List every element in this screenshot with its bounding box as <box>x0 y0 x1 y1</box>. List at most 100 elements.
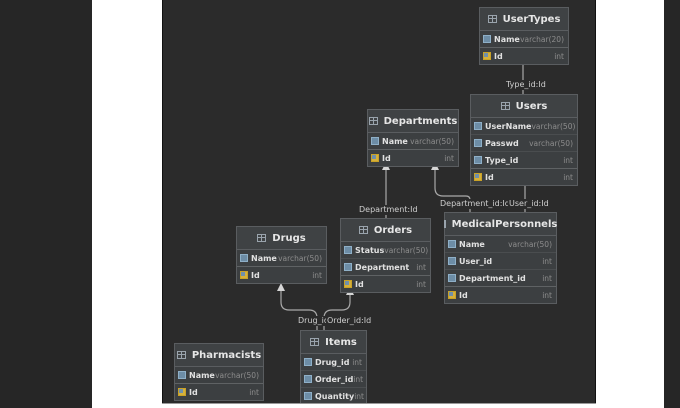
field-type: int <box>444 153 454 163</box>
field-row[interactable]: Status varchar(50) <box>341 242 430 258</box>
field-type: int <box>542 273 552 283</box>
table-name: Users <box>515 100 548 112</box>
field-row[interactable]: Id int <box>368 149 458 166</box>
right-dark-strip <box>664 0 680 408</box>
table-users[interactable]: Users UserName varchar(50) Passwd varcha… <box>470 94 578 186</box>
table-icon <box>257 234 267 242</box>
field-type: varchar(50) <box>215 370 259 380</box>
table-drugs[interactable]: Drugs Name varchar(50) Id int <box>236 226 327 284</box>
left-dark-strip <box>0 0 92 408</box>
table-departments[interactable]: Departments Name varchar(50) Id int <box>367 109 459 167</box>
table-header[interactable]: Departments <box>368 110 458 133</box>
relation-label-mp-departments: Department_id:Id <box>439 199 511 209</box>
column-icon <box>483 35 491 43</box>
field-type: int <box>312 270 322 280</box>
field-row[interactable]: Id int <box>445 286 556 303</box>
table-header[interactable]: UserTypes <box>480 8 568 31</box>
table-icon <box>368 117 378 125</box>
table-pharmacists[interactable]: Pharmacists Name varchar(50) Id int <box>174 343 264 401</box>
primary-key-icon <box>178 388 186 396</box>
table-usertypes[interactable]: UserTypes Name varchar(20) Id int <box>479 7 569 65</box>
field-row[interactable]: Id int <box>175 383 263 400</box>
field-row[interactable]: Id int <box>341 275 430 292</box>
field-name: Passwd <box>485 138 519 148</box>
relation-label-mp-users: User_id:Id <box>508 199 550 209</box>
field-row[interactable]: Drug_id int <box>301 354 366 370</box>
field-type: varchar(50) <box>508 239 552 249</box>
table-icon <box>176 351 186 359</box>
field-name: Id <box>494 51 503 61</box>
field-name: Name <box>382 136 408 146</box>
table-icon <box>358 226 368 234</box>
field-type: int <box>249 387 259 397</box>
table-header[interactable]: Items <box>301 331 366 354</box>
field-type: varchar(50) <box>384 245 429 255</box>
field-name: Id <box>485 172 494 182</box>
relation-label-orders-departments: Department:Id <box>358 205 419 215</box>
column-icon <box>448 257 456 265</box>
field-name: UserName <box>485 121 532 131</box>
table-header[interactable]: Drugs <box>237 227 326 250</box>
relation-label-items-orders: Order_id:Id <box>326 316 373 326</box>
field-type: int <box>352 357 362 367</box>
table-header[interactable]: MedicalPersonnels <box>443 213 557 236</box>
field-type: int <box>542 256 552 266</box>
diagram-canvas: UserTypes Name varchar(20) Id int Users … <box>163 0 595 404</box>
column-icon <box>474 122 482 130</box>
column-icon <box>474 156 482 164</box>
field-row[interactable]: Id int <box>480 47 568 64</box>
field-type: int <box>554 51 564 61</box>
field-row[interactable]: Passwd varchar(50) <box>471 134 577 151</box>
field-type: varchar(50) <box>410 136 454 146</box>
field-row[interactable]: Quantity int <box>301 387 366 404</box>
field-row[interactable]: User_id int <box>445 252 556 269</box>
field-type: varchar(50) <box>529 138 573 148</box>
field-row[interactable]: Department int <box>341 258 430 275</box>
field-row[interactable]: Department_id int <box>445 269 556 286</box>
column-icon <box>474 139 482 147</box>
column-icon <box>448 240 456 248</box>
field-name: Status <box>355 245 385 255</box>
field-row[interactable]: Name varchar(50) <box>175 367 263 383</box>
field-row[interactable]: Name varchar(50) <box>237 250 326 266</box>
primary-key-icon <box>344 280 352 288</box>
field-row[interactable]: Id int <box>237 266 326 283</box>
table-orders[interactable]: Orders Status varchar(50) Department int… <box>340 218 431 293</box>
field-name: Quantity <box>315 391 355 401</box>
column-icon <box>344 246 352 254</box>
column-icon <box>344 263 352 271</box>
field-name: Name <box>494 34 520 44</box>
table-header[interactable]: Pharmacists <box>175 344 263 367</box>
column-icon <box>371 137 379 145</box>
field-name: Id <box>459 290 468 300</box>
canvas-border-bottom <box>162 403 596 404</box>
primary-key-icon <box>474 173 482 181</box>
field-name: Order_id <box>315 374 354 384</box>
table-header[interactable]: Orders <box>341 219 430 242</box>
field-row[interactable]: UserName varchar(50) <box>471 118 577 134</box>
table-name: Departments <box>383 115 458 127</box>
field-row[interactable]: Type_id int <box>471 151 577 168</box>
field-type: int <box>563 155 573 165</box>
column-icon <box>304 358 312 366</box>
table-header[interactable]: Users <box>471 95 577 118</box>
table-items[interactable]: Items Drug_id int Order_id int Quantity … <box>300 330 367 404</box>
field-row[interactable]: Id int <box>471 168 577 185</box>
table-medicalpersonnels[interactable]: MedicalPersonnels Name varchar(50) User_… <box>443 212 557 304</box>
primary-key-icon <box>371 154 379 162</box>
field-name: Id <box>355 279 364 289</box>
field-name: Drug_id <box>315 357 350 367</box>
field-name: Name <box>251 253 277 263</box>
field-row[interactable]: Order_id int <box>301 370 366 387</box>
field-row[interactable]: Name varchar(50) <box>368 133 458 149</box>
relation-label-users-usertypes: Type_id:Id <box>505 80 547 90</box>
field-name: Name <box>189 370 215 380</box>
arrowhead-drugs <box>277 283 285 291</box>
field-row[interactable]: Name varchar(50) <box>445 236 556 252</box>
field-type: varchar(50) <box>278 253 322 263</box>
field-row[interactable]: Name varchar(20) <box>480 31 568 47</box>
field-name: Department <box>355 262 410 272</box>
canvas-border-right <box>595 0 596 404</box>
table-icon <box>443 220 446 228</box>
column-icon <box>304 375 312 383</box>
